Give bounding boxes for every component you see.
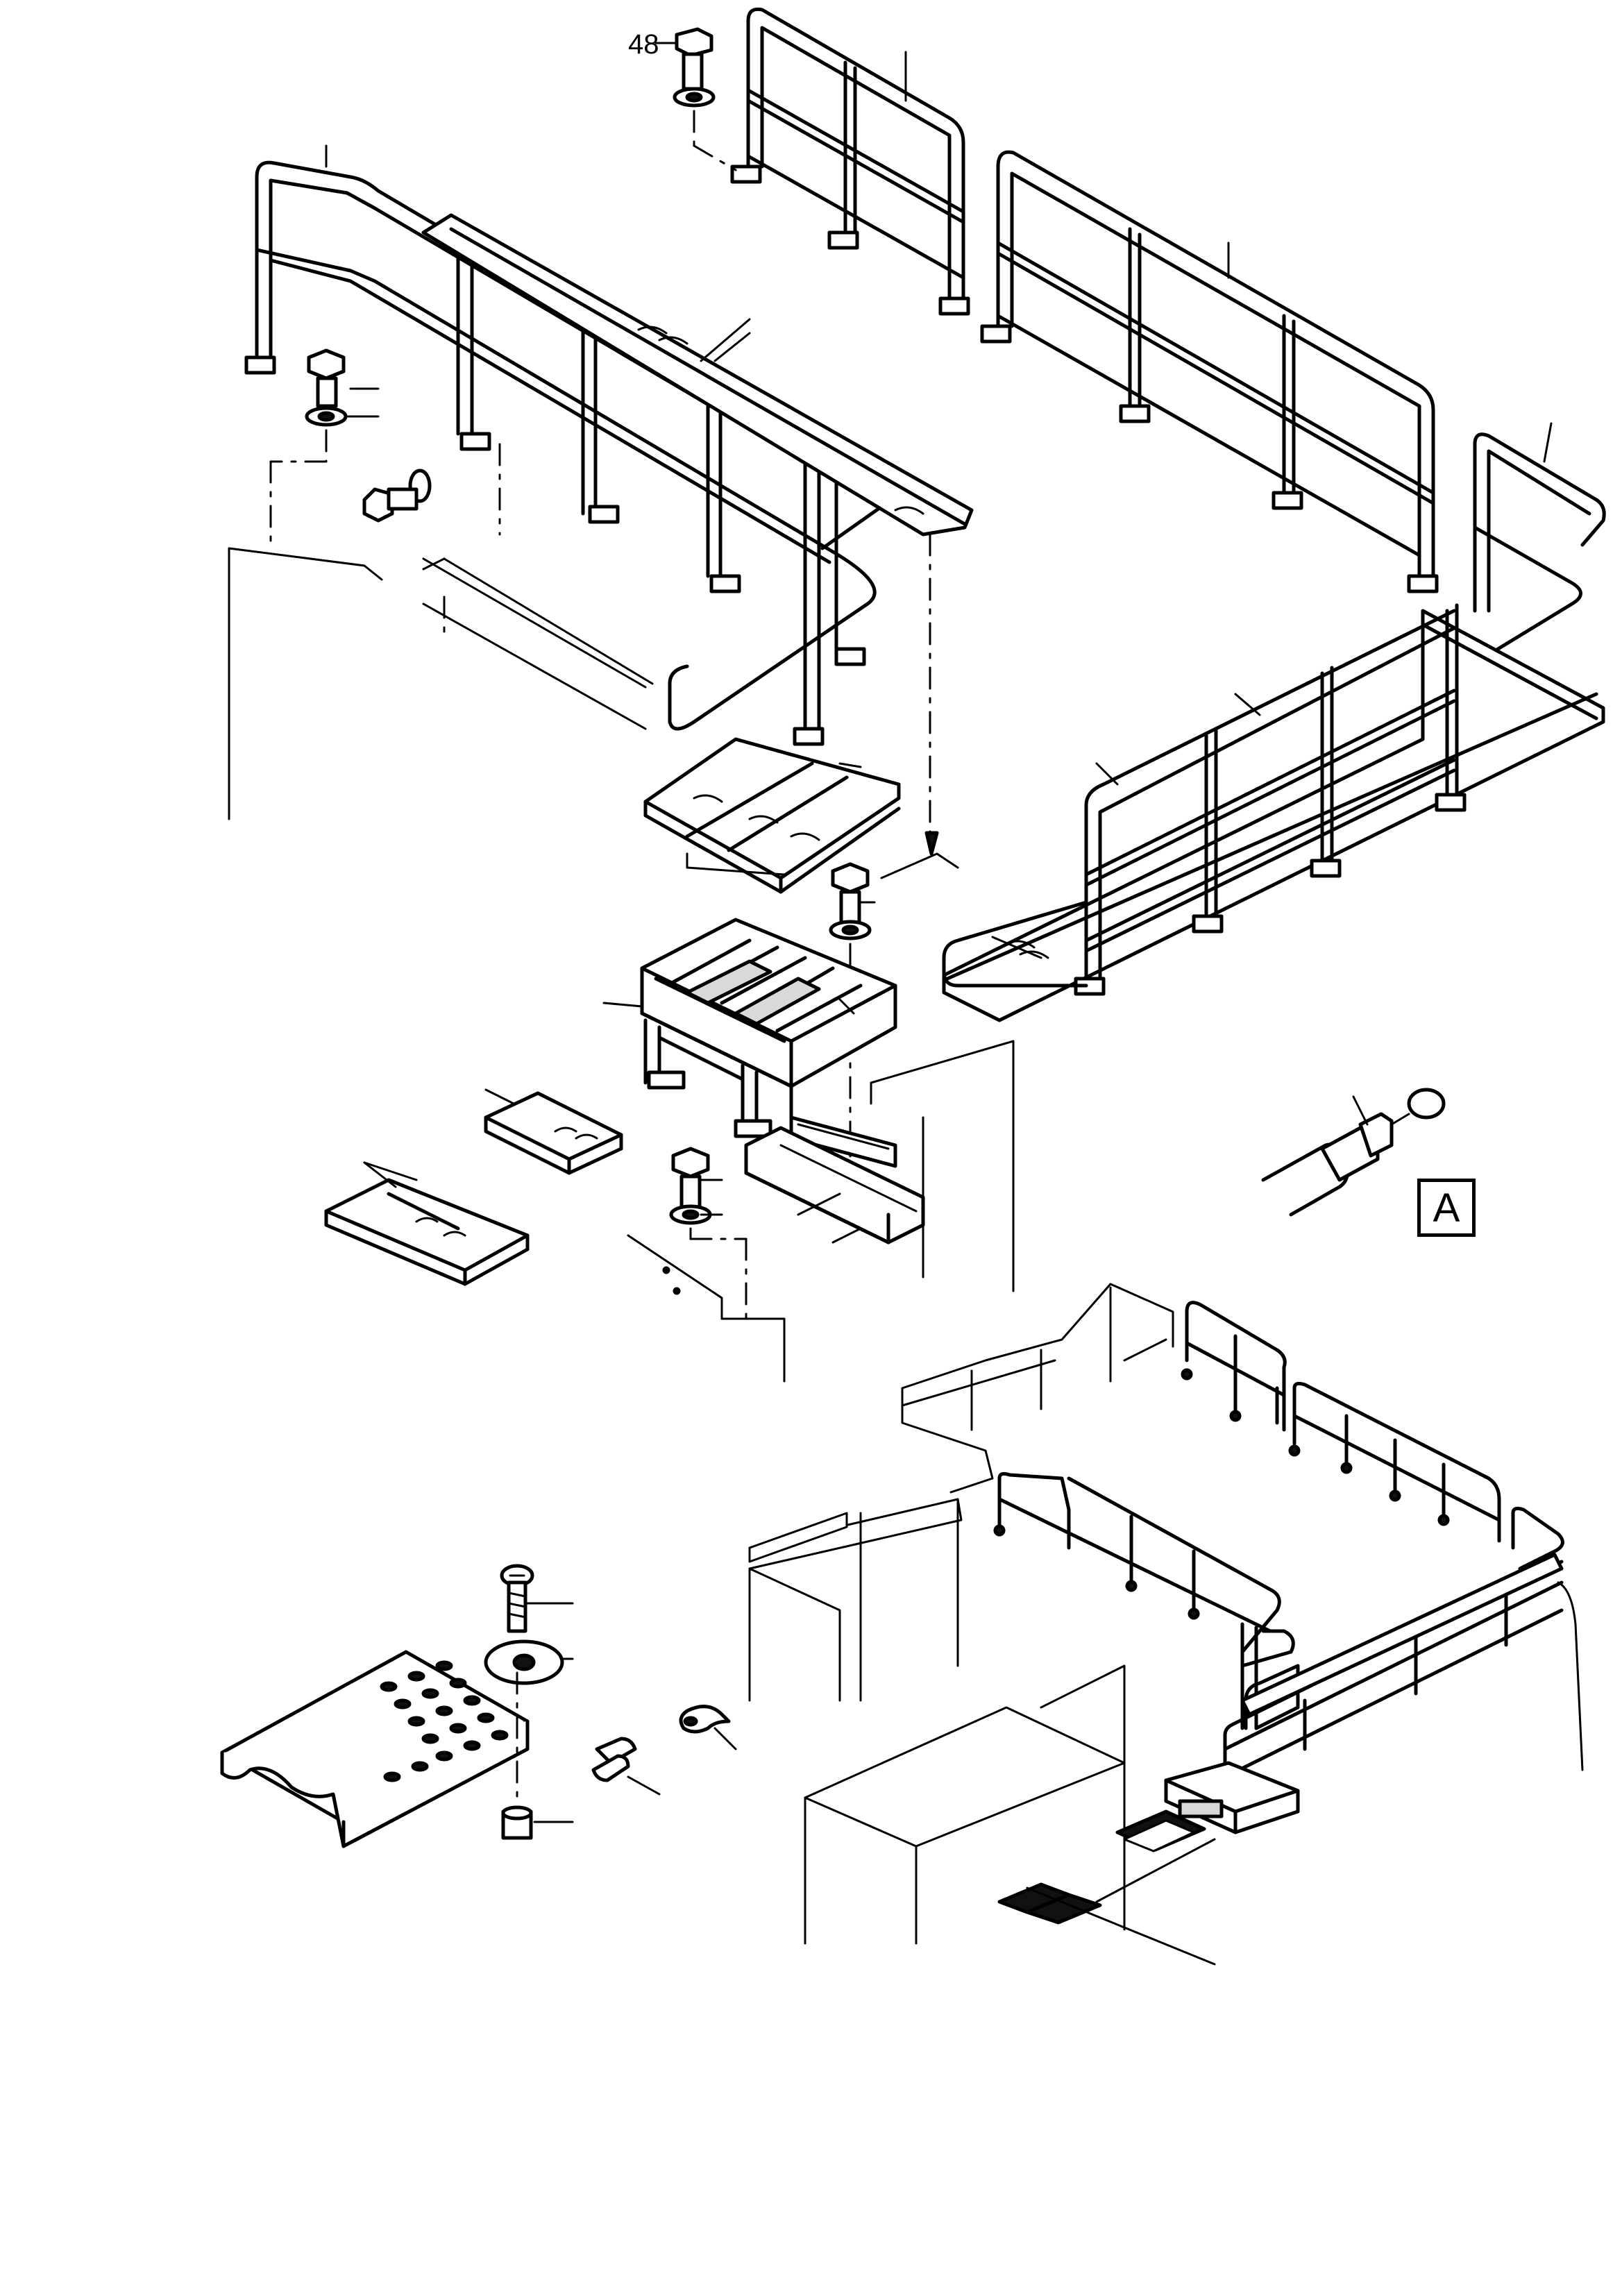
- step-plate: [643, 533, 959, 894]
- railing-panel-top-center: [730, 7, 970, 316]
- railing-panel-top-right: [980, 150, 1439, 593]
- bolt-set-left: [269, 348, 432, 546]
- small-plate-lower: [324, 1161, 530, 1286]
- platform-outline-left: [228, 443, 654, 820]
- walkway-left-top: [421, 213, 974, 537]
- small-plate-upper: [484, 1088, 623, 1175]
- railing-panel-right-front: [942, 603, 1467, 996]
- railing-stair-left: [244, 144, 888, 746]
- washer-oval: [484, 1639, 574, 1799]
- clip-upper: [679, 1705, 737, 1750]
- view-label-a: A: [1417, 1179, 1476, 1237]
- bolt-48: [654, 27, 737, 171]
- clip-lower: [591, 1737, 661, 1796]
- walkway-right: [942, 609, 1605, 1022]
- screw: [500, 1564, 574, 1633]
- perforated-plate: [220, 1650, 530, 1848]
- overview-assembly: [748, 1283, 1584, 1966]
- step-box: [602, 918, 897, 1168]
- railing-end-right: [1473, 422, 1606, 655]
- nut-cylinder: [501, 1805, 574, 1840]
- bolt-lower-left: [669, 1147, 747, 1324]
- callout-48: 48: [628, 29, 659, 60]
- machine-outline-left: [627, 1040, 1015, 1383]
- pin-detail: [1261, 1088, 1446, 1217]
- bolt-center: [829, 862, 876, 1167]
